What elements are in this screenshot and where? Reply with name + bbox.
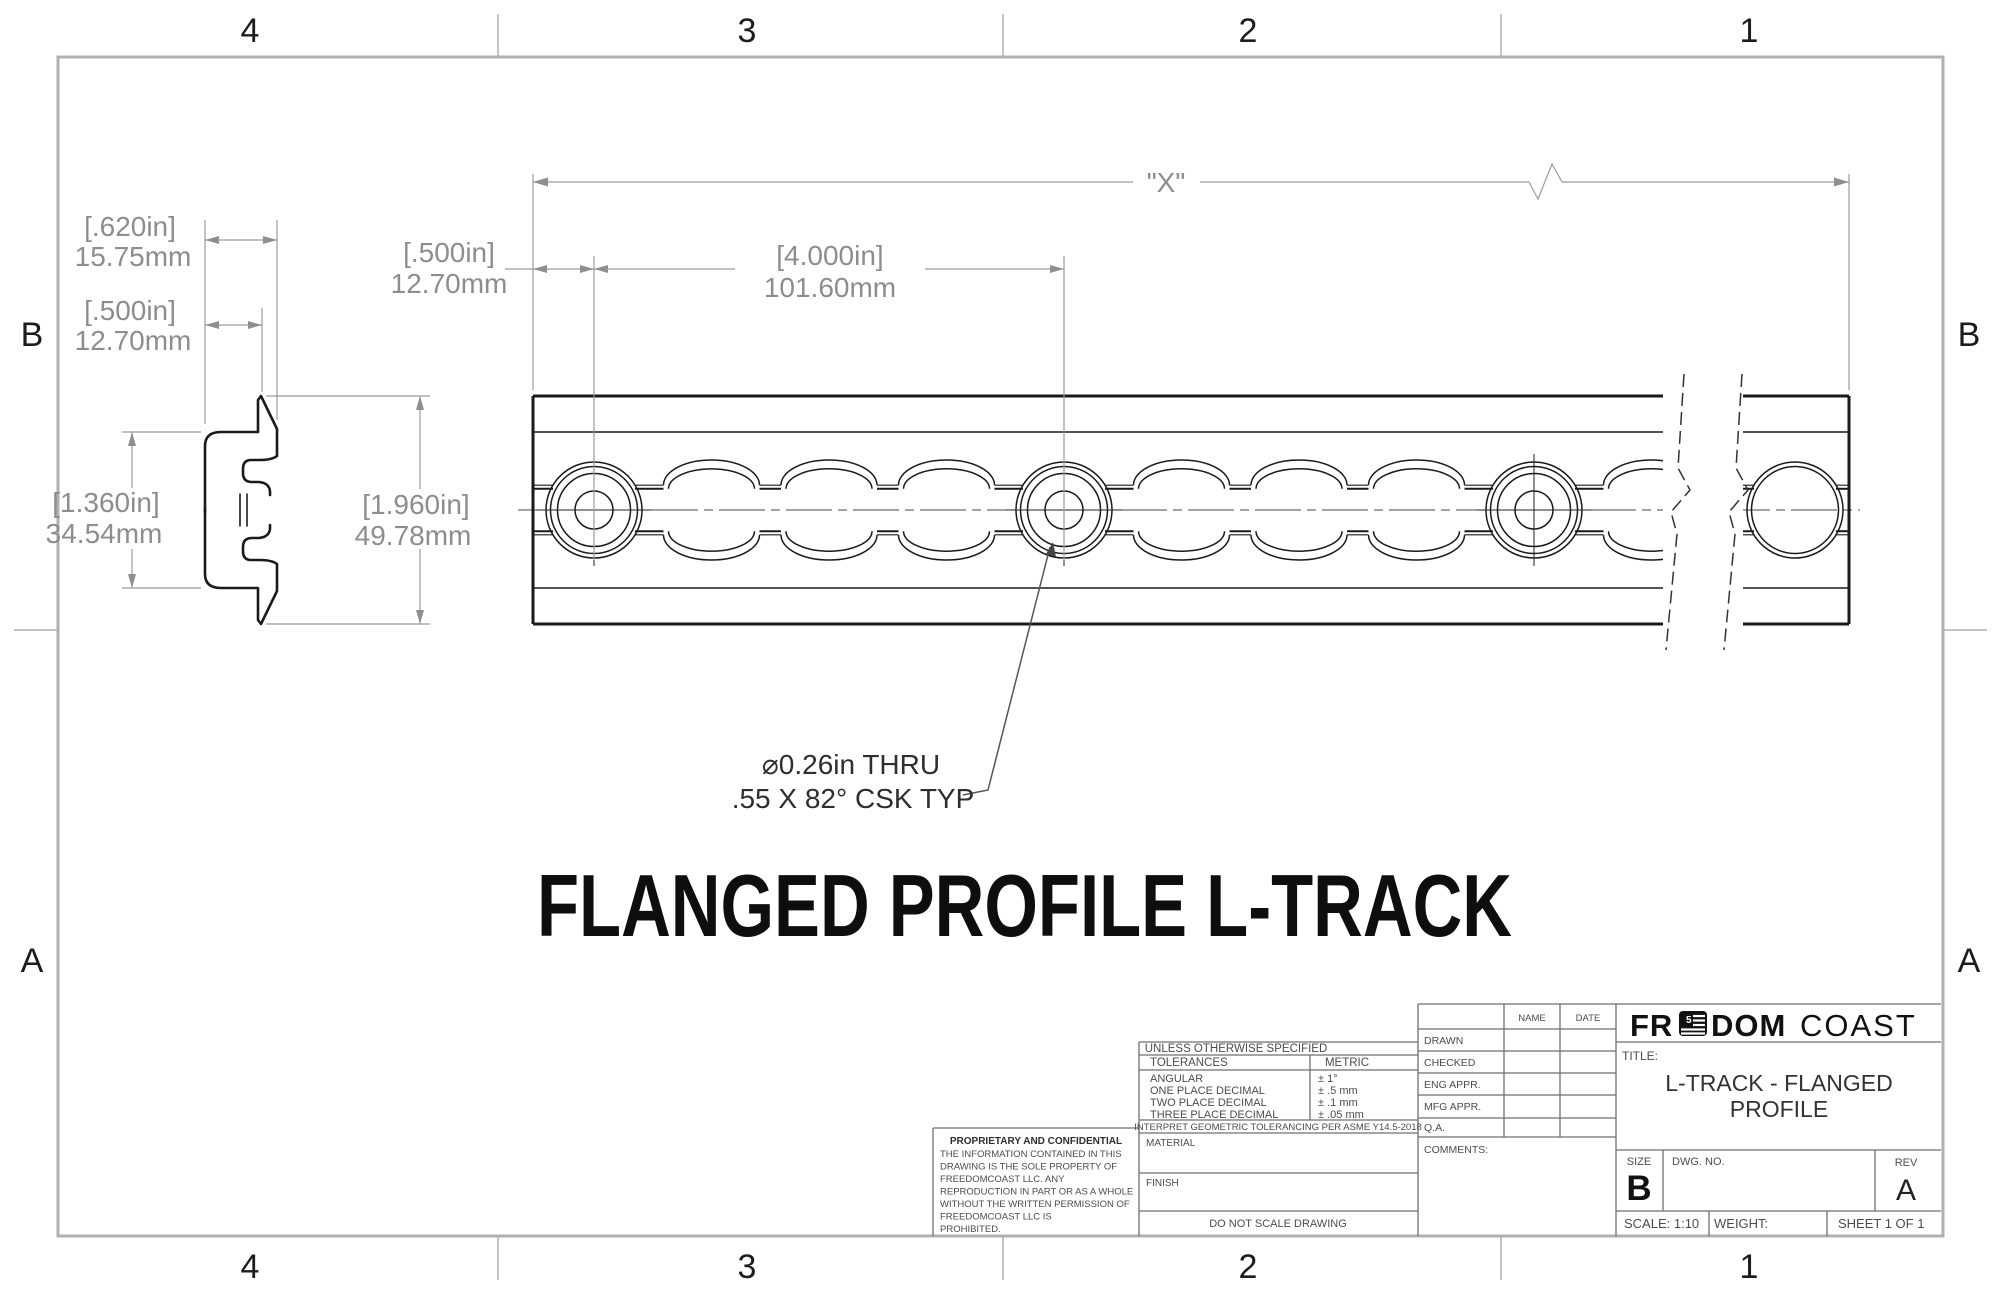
dim-overall-height-mm: 49.78mm	[355, 520, 472, 551]
dim-body-height-mm: 34.54mm	[46, 518, 163, 549]
zone-label: 1	[1740, 12, 1759, 50]
proprietary-heading: PROPRIETARY AND CONFIDENTIAL	[950, 1136, 1122, 1147]
drawing-title-line2: PROFILE	[1730, 1096, 1828, 1122]
proprietary-line: REPRODUCTION IN PART OR AS A WHOLE	[940, 1187, 1133, 1198]
dim-web-offset-mm: 12.70mm	[75, 325, 192, 356]
title-block-lines	[932, 1003, 1941, 1236]
approval-row-label: DRAWN	[1424, 1035, 1463, 1047]
interpret-note: INTERPRET GEOMETRIC TOLERANCING PER ASME…	[1134, 1122, 1422, 1133]
zone-label: B	[21, 316, 44, 354]
tolerance-row-value: ± .05 mm	[1318, 1109, 1364, 1121]
zone-label: B	[1958, 316, 1981, 354]
hole-callout: ⌀0.26in THRU .55 X 82° CSK TYP	[732, 542, 1056, 814]
hole-callout-line1: ⌀0.26in THRU	[762, 749, 940, 780]
proprietary-line: FREEDOMCOAST LLC IS	[940, 1212, 1052, 1223]
track-rails	[531, 394, 1851, 626]
main-drawing-title: FLANGED PROFILE L-TRACK	[537, 856, 1512, 955]
freedomcoast-logo: FR 5 DOM COAST	[1630, 1008, 1917, 1043]
sheet-value: SHEET 1 OF 1	[1838, 1216, 1924, 1231]
scale-value: SCALE: 1:10	[1624, 1216, 1699, 1231]
section-dim-arrows	[128, 236, 424, 624]
logo-flag-icon: 5	[1679, 1011, 1707, 1036]
proprietary-line: THE INFORMATION CONTAINED IN THIS	[940, 1149, 1122, 1160]
dim-body-height-in: [1.360in]	[52, 487, 159, 518]
approval-row-label: CHECKED	[1424, 1057, 1476, 1069]
zone-label: 4	[241, 1248, 260, 1286]
material-label: MATERIAL	[1146, 1138, 1196, 1149]
dim-end-offset-mm: 12.70mm	[391, 268, 508, 299]
dim-hole-pitch-in: [4.000in]	[776, 240, 883, 271]
tolerances-label: TOLERANCES	[1150, 1057, 1228, 1069]
zone-label: 2	[1239, 12, 1258, 50]
dim-length-x: "X"	[1147, 167, 1186, 198]
approval-row-label: ENG APPR.	[1424, 1079, 1481, 1091]
unless-otherwise-label: UNLESS OTHERWISE SPECIFIED	[1145, 1043, 1328, 1055]
dim-flange-width-in: [.620in]	[84, 211, 176, 242]
tolerance-row-value: ± .1 mm	[1318, 1097, 1358, 1109]
logo-part2: DOM	[1711, 1008, 1786, 1043]
tolerance-row-label: THREE PLACE DECIMAL	[1150, 1109, 1278, 1121]
logo-part1: FR	[1630, 1008, 1673, 1043]
rev-label: REV	[1895, 1157, 1918, 1169]
plan-dim-arrows	[533, 177, 1849, 273]
title-block: UNLESS OTHERWISE SPECIFIED TOLERANCES ME…	[932, 1003, 1941, 1236]
title-label: TITLE:	[1622, 1049, 1658, 1063]
zone-label: A	[1958, 942, 1981, 980]
scale-weight-sheet-row: SCALE: 1:10 WEIGHT: SHEET 1 OF 1	[1624, 1216, 1924, 1231]
zone-label: 2	[1239, 1248, 1258, 1286]
dwg-no-label: DWG. NO.	[1672, 1156, 1725, 1168]
rev-value: A	[1896, 1174, 1916, 1207]
tolerance-row-value: ± 1°	[1318, 1073, 1338, 1085]
tolerance-row-label: ANGULAR	[1150, 1073, 1203, 1085]
dim-end-offset-in: [.500in]	[403, 237, 495, 268]
drawing-title-line1: L-TRACK - FLANGED	[1665, 1070, 1892, 1096]
sheet-border: 4 3 2 1 4 3 2 1 B A B A	[14, 12, 1987, 1286]
zone-label: 3	[738, 1248, 757, 1286]
name-column-header: NAME	[1518, 1013, 1545, 1024]
proprietary-block: PROPRIETARY AND CONFIDENTIAL THE INFORMA…	[940, 1136, 1133, 1235]
plan-view: "X" [.500in] 12.70mm [4.000in] 101.60mm …	[391, 162, 1860, 814]
tolerance-row-value: ± .5 mm	[1318, 1085, 1358, 1097]
dim-hole-pitch-mm: 101.60mm	[764, 272, 896, 303]
break-lines	[1665, 373, 1749, 651]
tolerance-row-label: TWO PLACE DECIMAL	[1150, 1097, 1267, 1109]
approval-row-label: Q.A.	[1424, 1122, 1445, 1134]
zone-label: A	[21, 942, 44, 980]
weight-label: WEIGHT:	[1714, 1216, 1768, 1231]
dim-flange-width-mm: 15.75mm	[75, 241, 192, 272]
svg-text:5: 5	[1686, 1015, 1692, 1026]
logo-part3: COAST	[1800, 1008, 1917, 1043]
size-value: B	[1626, 1169, 1651, 1208]
date-column-header: DATE	[1576, 1013, 1601, 1024]
approvals-table: NAME DATE DRAWN CHECKED ENG APPR. MFG AP…	[1424, 1013, 1600, 1156]
finish-label: FINISH	[1146, 1178, 1179, 1189]
proprietary-line: WITHOUT THE WRITTEN PERMISSION OF	[940, 1199, 1130, 1210]
dim-web-offset-in: [.500in]	[84, 295, 176, 326]
section-view: [.620in] 15.75mm [.500in] 12.70mm [1.360…	[46, 211, 472, 626]
do-not-scale-label: DO NOT SCALE DRAWING	[1209, 1218, 1347, 1230]
hole-callout-line2: .55 X 82° CSK TYP	[732, 783, 975, 814]
proprietary-line: DRAWING IS THE SOLE PROPERTY OF	[940, 1162, 1117, 1173]
comments-label: COMMENTS:	[1424, 1144, 1488, 1156]
metric-label: METRIC	[1325, 1057, 1369, 1069]
proprietary-line: FREEDOMCOAST LLC. ANY	[940, 1174, 1065, 1185]
zone-label: 1	[1740, 1248, 1759, 1286]
size-label: SIZE	[1627, 1156, 1651, 1168]
title-area: TITLE: L-TRACK - FLANGED PROFILE	[1622, 1049, 1893, 1122]
tolerance-block: UNLESS OTHERWISE SPECIFIED TOLERANCES ME…	[1134, 1043, 1422, 1230]
ltrack-profile-outline	[203, 394, 279, 626]
approval-row-label: MFG APPR.	[1424, 1101, 1481, 1113]
zone-label: 3	[738, 12, 757, 50]
dim-overall-height-in: [1.960in]	[362, 489, 469, 520]
tolerance-row-label: ONE PLACE DECIMAL	[1150, 1085, 1265, 1097]
zone-label: 4	[241, 12, 260, 50]
plan-dim-lines	[505, 162, 1850, 560]
break-gap	[1663, 371, 1743, 655]
proprietary-line: PROHIBITED.	[940, 1224, 1001, 1235]
size-dwg-rev-row: SIZE B DWG. NO. REV A	[1626, 1156, 1918, 1208]
